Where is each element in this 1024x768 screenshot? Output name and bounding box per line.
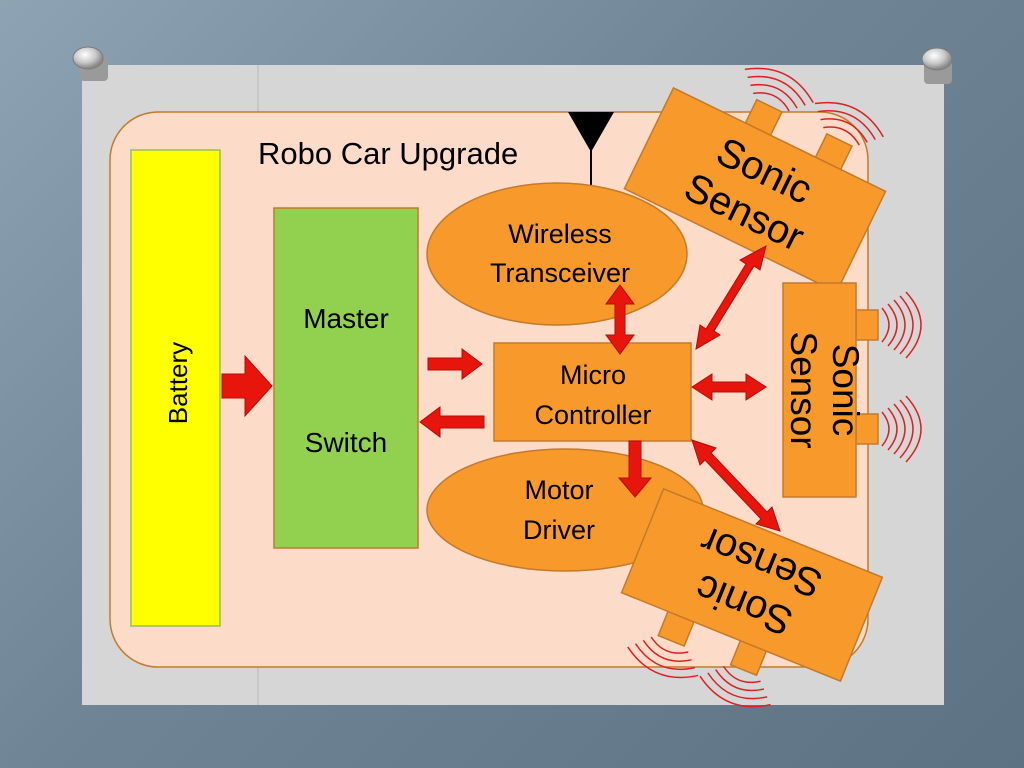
- arrow-battery-to-switch: [221, 354, 273, 418]
- arrow-micro-right-sensor: [691, 373, 767, 401]
- battery-label: Battery: [163, 342, 193, 424]
- arrow-micro-bottom-sensor: [691, 439, 781, 532]
- master-switch-block: [273, 207, 419, 549]
- sonic-top-waves-icon: [744, 67, 884, 146]
- master-switch-label-line1: Master: [303, 303, 389, 334]
- arrow-micro-to-switch: [419, 406, 485, 438]
- arrow-micro-wireless: [605, 284, 635, 355]
- arrow-micro-to-motor: [617, 440, 653, 498]
- arrow-micro-top-sensor: [695, 245, 767, 350]
- motor-label-line1: Motor: [524, 475, 593, 505]
- diagram-title: Robo Car Upgrade: [258, 136, 518, 171]
- sonic-sensor-top: Sonic Sensor: [623, 67, 887, 294]
- left-pushpin-icon: [72, 46, 108, 81]
- sonic-right-label-line1: Sonic: [825, 344, 866, 437]
- arrow-switch-to-micro: [427, 348, 483, 380]
- micro-label-line1: Micro: [560, 360, 626, 390]
- micro-controller-block: [493, 342, 692, 442]
- master-switch-label-line2: Switch: [305, 427, 387, 458]
- sonic-right-waves-icon: [881, 291, 922, 463]
- micro-label-line2: Controller: [534, 400, 651, 430]
- sonic-bottom-waves-icon: [627, 636, 771, 708]
- right-pushpin-icon: [921, 47, 953, 84]
- wireless-label-line2: Transceiver: [490, 258, 630, 288]
- sonic-sensor-bottom: Sonic Sensor: [620, 487, 884, 708]
- motor-label-line2: Driver: [523, 515, 595, 545]
- sonic-sensor-right: Sonic Sensor: [782, 282, 922, 498]
- sonic-right-label-line2: Sensor: [783, 331, 824, 448]
- battery-block: [130, 149, 221, 627]
- wireless-transceiver-block: [426, 182, 688, 326]
- wireless-label-line1: Wireless: [508, 219, 612, 249]
